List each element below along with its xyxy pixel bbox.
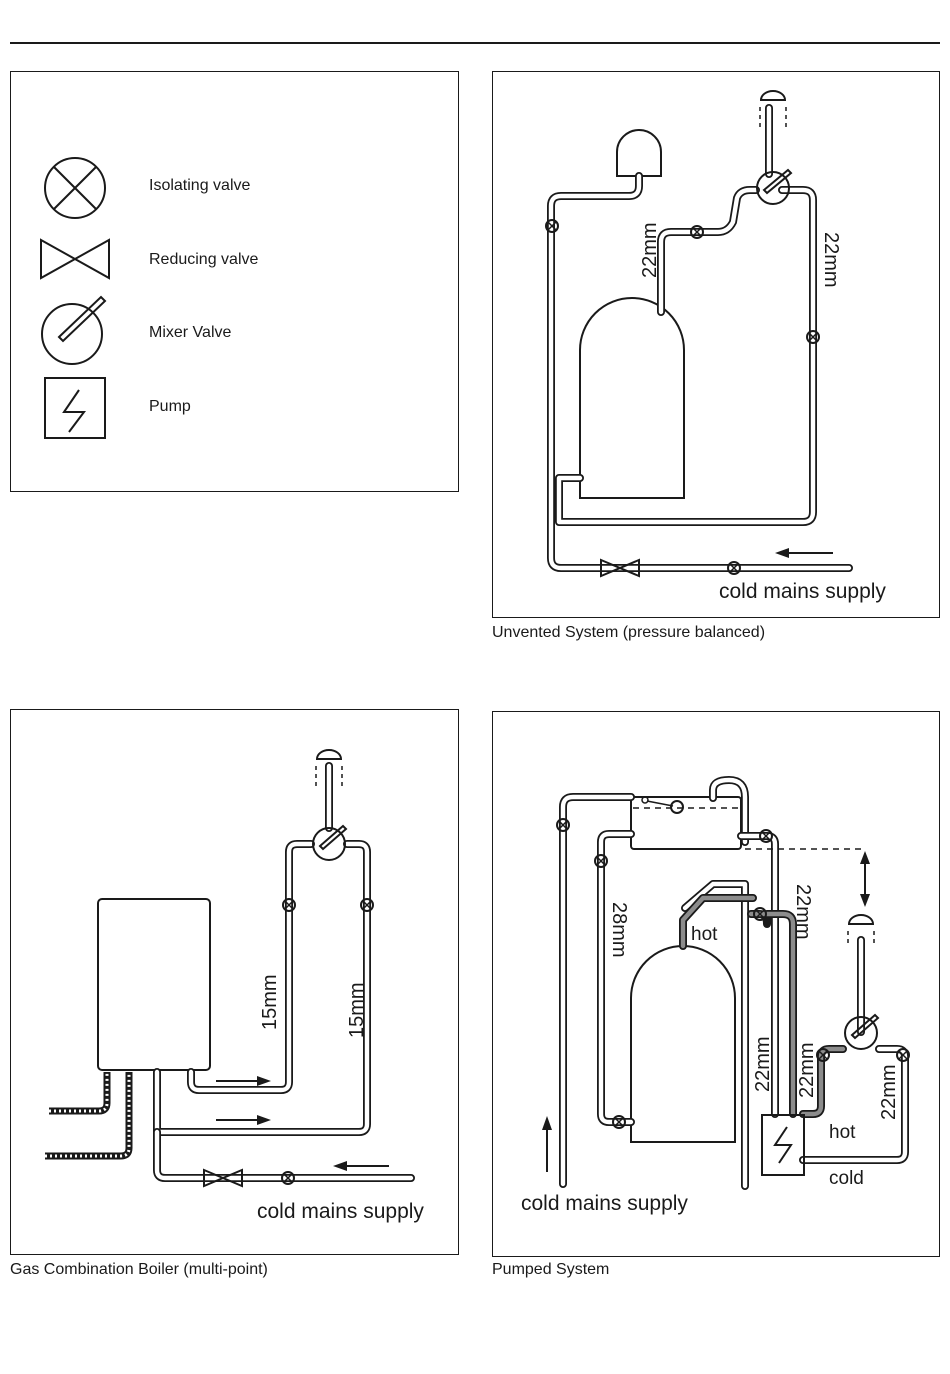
combi-pipe-label-1: 15mm — [259, 974, 281, 1030]
unvented-pipe-label-2: 22mm — [820, 232, 842, 288]
combi-boiler-diagram: 15mm 15mm cold mains supply — [11, 710, 460, 1256]
flow-arrow-icon — [216, 1076, 271, 1086]
boiler-flow-pipes — [45, 1072, 129, 1156]
legend-label-reducing-valve: Reducing valve — [149, 251, 258, 269]
legend-symbols — [11, 72, 460, 493]
pumped-hot-label-2: hot — [829, 1122, 856, 1143]
combi-boiler-panel: 15mm 15mm cold mains supply — [10, 709, 459, 1255]
unvented-system-diagram: 22mm 22mm cold mains supply — [493, 72, 941, 619]
combi-boiler-unit — [98, 899, 210, 1070]
hot-water-cylinder — [580, 298, 684, 498]
pumped-supply-label: cold mains supply — [521, 1192, 688, 1215]
pumped-pipe-label-22mm-b: 22mm — [752, 1036, 774, 1092]
combi-caption: Gas Combination Boiler (multi-point) — [10, 1261, 268, 1279]
legend-label-mixer-valve: Mixer Valve — [149, 324, 231, 342]
pump-icon — [45, 378, 105, 438]
cold-water-cistern — [631, 797, 741, 849]
unvented-supply-label: cold mains supply — [719, 580, 886, 603]
head-height-arrow-icon — [860, 851, 870, 907]
flow-arrow-icon — [542, 1116, 552, 1172]
flow-arrow-icon — [333, 1161, 389, 1171]
legend-label-pump: Pump — [149, 398, 191, 416]
pumped-pipe-label-22mm-c: 22mm — [796, 1042, 818, 1098]
pumped-system-diagram: 28mm 22mm 22mm 22mm 22mm hot hot cold co… — [493, 712, 941, 1258]
combi-pipes — [157, 766, 411, 1178]
combi-supply-label: cold mains supply — [257, 1200, 424, 1223]
unvented-system-panel: 22mm 22mm cold mains supply — [492, 71, 940, 618]
pumped-pipe-label-22mm-d: 22mm — [878, 1064, 900, 1120]
pumped-pipe-label-28mm: 28mm — [608, 902, 630, 958]
pumped-caption: Pumped System — [492, 1261, 609, 1279]
combi-pipe-label-2: 15mm — [346, 982, 368, 1038]
pumped-cold-label: cold — [829, 1168, 864, 1189]
legend-panel: Isolating valve Reducing valve Mixer Val… — [10, 71, 459, 492]
flow-arrow-icon — [775, 548, 833, 558]
reducing-valve-icon — [41, 240, 109, 278]
unvented-pipe-label-1: 22mm — [639, 222, 661, 278]
unvented-caption: Unvented System (pressure balanced) — [492, 624, 765, 642]
flow-arrow-icon — [216, 1115, 271, 1125]
pumped-pipes — [563, 780, 775, 1186]
mixer-valve-icon — [42, 297, 105, 364]
expansion-vessel — [617, 130, 661, 176]
hot-water-cylinder — [631, 946, 735, 1142]
legend-label-isolating-valve: Isolating valve — [149, 177, 250, 195]
isolating-valve-icon — [45, 158, 105, 218]
float-valve-icon — [642, 797, 683, 813]
pumped-hot-label-1: hot — [691, 924, 718, 945]
header-rule — [10, 42, 940, 44]
pump-icon — [762, 1115, 804, 1175]
pumped-pipe-label-22mm-a: 22mm — [792, 884, 814, 940]
pumped-system-panel: 28mm 22mm 22mm 22mm 22mm hot hot cold co… — [492, 711, 940, 1257]
